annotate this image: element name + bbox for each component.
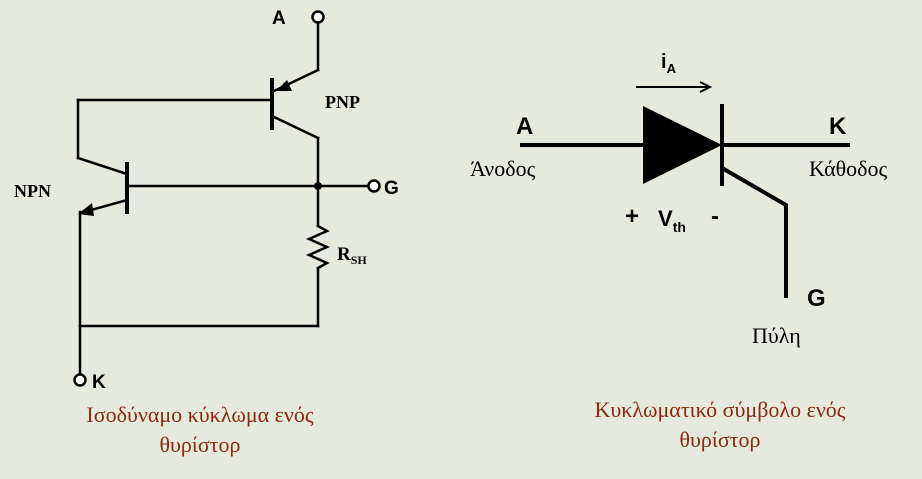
- diode-triangle: [643, 106, 722, 184]
- caption-line: Ισοδύναμο κύκλωμα ενός: [86, 402, 314, 427]
- pnp-label: PNP: [325, 92, 360, 112]
- plus-sign: +: [625, 203, 639, 230]
- gate-terminal: [367, 179, 381, 193]
- vth-label: Vth: [658, 206, 686, 235]
- equivalent-circuit-labels: A PNP NPN G RSH K: [14, 8, 399, 393]
- gate-wire: [720, 166, 788, 298]
- caption-line: θυρίστορ: [679, 427, 761, 452]
- current-arrow-head: [699, 81, 713, 93]
- caption-line: θυρίστορ: [159, 432, 241, 457]
- thyristor-symbol-labels: iA A Άνοδος K Κάθοδος + Vth - G Πύλη: [470, 51, 888, 348]
- left-cathode-label: K: [92, 372, 106, 393]
- symbol-caption: Κυκλωματικό σύμβολο ενός θυρίστορ: [520, 395, 920, 455]
- thyristor-symbol: [520, 81, 850, 298]
- npn-transistor: [76, 156, 129, 214]
- cathode-name: Κάθοδος: [809, 156, 888, 181]
- equivalent-circuit: [73, 10, 381, 387]
- current-label: iA: [661, 51, 677, 76]
- anode-name: Άνοδος: [470, 156, 536, 181]
- resistor-label: RSH: [337, 244, 367, 267]
- equivalent-circuit-caption: Ισοδύναμο κύκλωμα ενός θυρίστορ: [20, 400, 380, 460]
- pnp-emitter-arrow: [276, 80, 292, 91]
- left-anode-label: A: [272, 8, 286, 29]
- caption-line: Κυκλωματικό σύμβολο ενός: [594, 397, 846, 422]
- shunt-resistor: [305, 224, 331, 270]
- cathode-terminal: [73, 373, 87, 387]
- minus-sign: -: [711, 203, 719, 230]
- npn-emitter-arrow: [78, 203, 94, 216]
- npn-label: NPN: [14, 181, 51, 201]
- anode-terminal: [311, 10, 325, 24]
- right-gate-label: G: [807, 285, 826, 312]
- left-gate-label: G: [384, 178, 399, 199]
- pnp-transistor: [270, 68, 320, 140]
- gate-name: Πύλη: [752, 323, 801, 348]
- right-cathode-label: K: [829, 113, 847, 140]
- right-anode-label: A: [516, 113, 533, 140]
